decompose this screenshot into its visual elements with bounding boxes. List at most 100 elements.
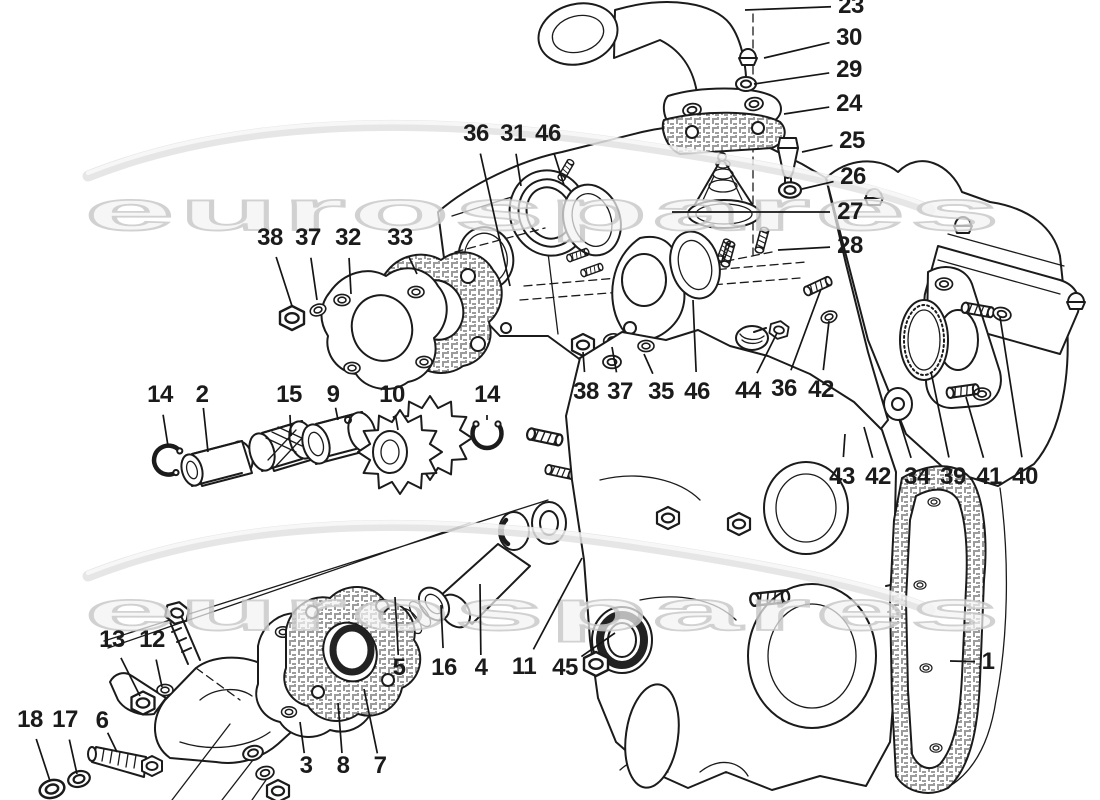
callout-38: 38 [573, 378, 599, 405]
leader-line-11 [532, 557, 583, 650]
callout-11: 11 [511, 653, 537, 680]
callout-28: 28 [837, 232, 863, 259]
callout-3: 3 [299, 752, 313, 779]
leader-line-42 [822, 320, 830, 371]
callout-39: 39 [940, 463, 966, 490]
callout-6: 6 [95, 707, 109, 734]
leader-line-7 [363, 688, 379, 754]
leader-line-36 [479, 153, 511, 287]
leader-line-15 [289, 414, 292, 437]
leader-line-3 [299, 721, 306, 754]
leader-line-35 [643, 353, 654, 375]
callout-27: 27 [837, 198, 863, 225]
leader-line-38 [582, 351, 586, 373]
callout-46: 46 [535, 120, 561, 147]
leader-line-43 [842, 433, 846, 458]
leader-line-24 [783, 106, 830, 115]
leader-line-6 [106, 732, 118, 753]
leader-line-31 [515, 153, 522, 187]
leader-line-39 [930, 371, 950, 458]
callout-35: 35 [648, 378, 674, 405]
callout-46: 46 [684, 378, 710, 405]
callout-14: 14 [147, 381, 173, 408]
callout-23: 23 [838, 0, 864, 19]
leader-line-2 [202, 407, 209, 453]
leader-line-36 [790, 288, 822, 371]
watermark-text: eurospares [85, 179, 1005, 242]
callout-25: 25 [839, 127, 865, 154]
leader-line-10 [394, 414, 399, 431]
callout-14: 14 [474, 381, 500, 408]
leader-line-41 [965, 396, 985, 459]
callout-42: 42 [865, 463, 891, 490]
callout-31: 31 [500, 120, 526, 147]
leader-line-14 [162, 414, 169, 447]
water-pipe-outlet [537, 1, 803, 269]
leader-line-42 [863, 426, 874, 458]
timing-cover-gasket-1 [889, 465, 987, 794]
callout-36: 36 [771, 375, 797, 402]
callout-26: 26 [840, 163, 866, 190]
leader-line-5 [394, 596, 400, 656]
flange-32-gasket-33 [278, 227, 546, 390]
callout-1: 1 [981, 648, 995, 675]
leader-line-37 [310, 257, 318, 301]
callout-4: 4 [474, 654, 488, 681]
callout-43: 43 [829, 463, 855, 490]
leader-line-33 [407, 255, 418, 275]
leader-line-1 [949, 660, 976, 663]
leader-line-46 [692, 299, 697, 373]
watermark-text: eurospares [85, 579, 1005, 642]
callout-15: 15 [276, 381, 302, 408]
callout-33: 33 [387, 224, 413, 251]
callout-10: 10 [379, 381, 405, 408]
leader-line-37 [611, 346, 618, 373]
leader-line-16 [440, 604, 444, 649]
leader-line-30 [763, 41, 830, 59]
callout-40: 40 [1012, 463, 1038, 490]
callout-5: 5 [392, 654, 406, 681]
watermark-1: eurospares [82, 119, 1005, 243]
callout-45: 45 [552, 654, 578, 681]
callout-42: 42 [808, 376, 834, 403]
leader-line-4 [479, 583, 482, 656]
leader-line-12 [155, 659, 163, 688]
callout-41: 41 [976, 463, 1002, 490]
callout-18: 18 [17, 706, 43, 733]
engine-block-right [825, 160, 1086, 787]
leader-line-45 [580, 632, 616, 658]
leader-line-34 [898, 418, 912, 459]
watermark-2: eurospares [82, 519, 1005, 643]
leader-line-28 [777, 246, 831, 251]
callout-32: 32 [335, 224, 361, 251]
leader-line-9 [334, 407, 339, 421]
callout-29: 29 [836, 56, 862, 83]
water-pump-group [36, 585, 422, 800]
leader-line-40 [999, 316, 1023, 458]
shaft-sprocket-assembly [103, 395, 576, 649]
callout-34: 34 [904, 463, 930, 490]
leader-line-17 [68, 739, 78, 775]
callout-36: 36 [463, 120, 489, 147]
callout-7: 7 [373, 752, 387, 779]
callout-44: 44 [735, 377, 761, 404]
leader-line-25 [801, 144, 833, 153]
callout-38: 38 [257, 224, 283, 251]
callout-37: 37 [295, 224, 321, 251]
callout-9: 9 [326, 381, 340, 408]
callout-16: 16 [431, 654, 457, 681]
leader-line-26 [801, 180, 834, 190]
callout-30: 30 [836, 24, 862, 51]
callout-13: 13 [99, 626, 125, 653]
leader-line-38 [275, 256, 293, 307]
leader-line-46 [553, 152, 565, 186]
leader-line-18 [35, 738, 51, 782]
leader-line-32 [348, 257, 352, 295]
callout-8: 8 [336, 752, 350, 779]
leader-line-44 [756, 332, 778, 374]
callout-2: 2 [195, 381, 209, 408]
leader-line-13 [120, 657, 141, 697]
callout-24: 24 [836, 90, 862, 117]
